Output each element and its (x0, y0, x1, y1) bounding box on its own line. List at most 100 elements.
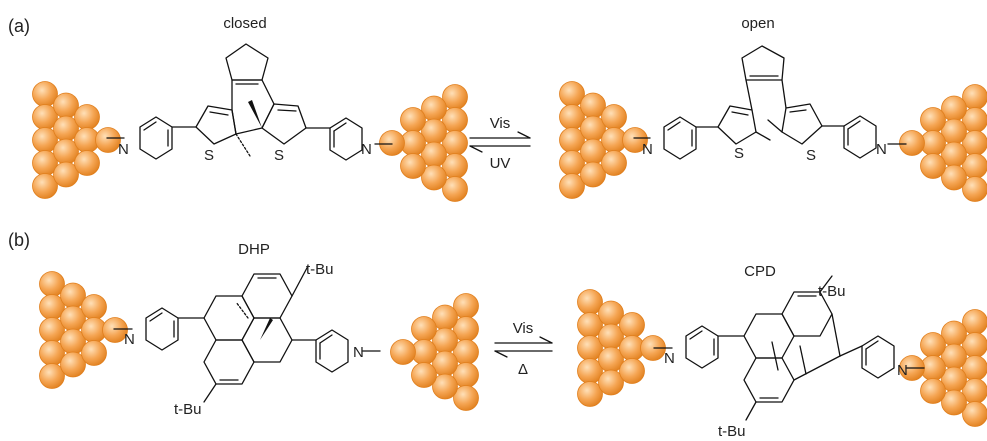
thiophene-left (195, 105, 237, 145)
dhp-tbu-top: t-Bu (306, 261, 334, 278)
gold-atom (559, 173, 585, 199)
gold-clusters (32, 81, 987, 427)
cpd-pyridine-left (685, 325, 719, 369)
open-cyclopentene (741, 45, 785, 81)
gold-atom (920, 378, 946, 404)
gold-atom (622, 127, 648, 153)
gold-atom (39, 363, 65, 389)
arrow-b-bottom-label: Δ (518, 361, 528, 378)
gold-atom (453, 385, 479, 411)
gold-cluster-dhp-left (39, 271, 128, 389)
gold-atom (411, 316, 437, 342)
gold-cluster-open-right (899, 84, 987, 202)
dhp-ring-bottom (203, 339, 255, 385)
gold-atom (619, 312, 645, 338)
gold-cluster-closed-right (379, 84, 468, 202)
cpd-pyridine-right (861, 335, 895, 379)
gold-cluster-closed-left (32, 81, 121, 199)
gold-atom (60, 351, 86, 378)
gold-cluster-dhp-right (390, 293, 479, 411)
gold-atom (32, 173, 58, 199)
gold-atom (390, 339, 416, 365)
gold-atom (95, 127, 121, 153)
open-thiophene-right (781, 103, 823, 145)
dhp-title: DHP (238, 241, 270, 258)
dhp-n-right: N (353, 344, 364, 361)
arrow-a-bottom-label: UV (490, 155, 511, 172)
dhp-ring-left (203, 295, 255, 341)
gold-atom (432, 373, 458, 400)
gold-atom (74, 104, 100, 130)
dhp-pyridine-left (145, 307, 179, 351)
gold-atom (941, 164, 967, 191)
closed-title: closed (223, 15, 266, 32)
cpd-n-left: N (664, 350, 675, 367)
arrow-b-top-label: Vis (513, 320, 534, 337)
thiophene-right (261, 103, 307, 145)
gold-atom (400, 153, 426, 179)
open-isomer (633, 45, 907, 160)
dhp-tbu-bottom: t-Bu (174, 401, 202, 418)
closed-s-left: S (204, 147, 214, 164)
arrow-a-top-label: Vis (490, 115, 511, 132)
cpd-ring-bottom (743, 357, 795, 403)
open-pyridine-left (663, 116, 697, 160)
gold-atom (102, 317, 128, 343)
methyl-wedge (248, 100, 262, 128)
open-title: open (741, 15, 774, 32)
gold-atom (601, 104, 627, 130)
gold-atom (598, 369, 624, 396)
gold-atom (411, 362, 437, 388)
open-s-right: S (806, 147, 816, 164)
open-thiophene-left (717, 105, 757, 145)
gold-atom (379, 130, 405, 156)
gold-atom (941, 389, 967, 416)
gold-atom (81, 340, 107, 366)
gold-atom (74, 150, 100, 176)
equilibrium-arrow-a (469, 131, 531, 153)
gold-atom (920, 107, 946, 133)
gold-atom (619, 358, 645, 384)
dhp-n-left: N (124, 331, 135, 348)
gold-atom (601, 150, 627, 176)
gold-atom (962, 401, 987, 427)
gold-atom (580, 161, 606, 188)
open-s-left: S (734, 145, 744, 162)
open-pyridine-right (843, 115, 877, 159)
closed-isomer (106, 43, 393, 161)
dhp-ring-right (241, 317, 293, 363)
cpd-isomer (653, 275, 925, 421)
gold-cluster-open-left (559, 81, 648, 199)
dhp-ring-top (241, 273, 293, 319)
gold-atom (920, 332, 946, 358)
gold-atom (920, 153, 946, 179)
open-n-left: N (642, 141, 653, 158)
panel-label-a: (a) (8, 16, 30, 36)
cpd-ring-left (743, 313, 795, 359)
cpd-tbu-top: t-Bu (818, 283, 846, 300)
gold-atom (421, 164, 447, 191)
gold-atom (53, 161, 79, 188)
gold-cluster-cpd-left (577, 289, 666, 407)
gold-atom (442, 176, 468, 202)
pyridine-ring-right (329, 117, 363, 161)
gold-atom (400, 107, 426, 133)
closed-n-right: N (361, 141, 372, 158)
open-n-right: N (876, 141, 887, 158)
dhp-pyridine-right (315, 329, 349, 373)
equilibrium-arrow-b (494, 336, 553, 358)
panel-label-b: (b) (8, 230, 30, 250)
gold-cluster-cpd-right (899, 309, 987, 427)
gold-atom (577, 381, 603, 407)
gold-atom (962, 176, 987, 202)
cpd-n-right: N (897, 362, 908, 379)
closed-n-left: N (118, 141, 129, 158)
pyridine-ring-left (139, 116, 173, 160)
cpd-tbu-bottom: t-Bu (718, 423, 746, 440)
gold-atom (81, 294, 107, 320)
cyclopentene-closed (225, 43, 269, 81)
gold-atom (899, 130, 925, 156)
cpd-title: CPD (744, 263, 776, 280)
dhp-isomer (113, 265, 381, 403)
